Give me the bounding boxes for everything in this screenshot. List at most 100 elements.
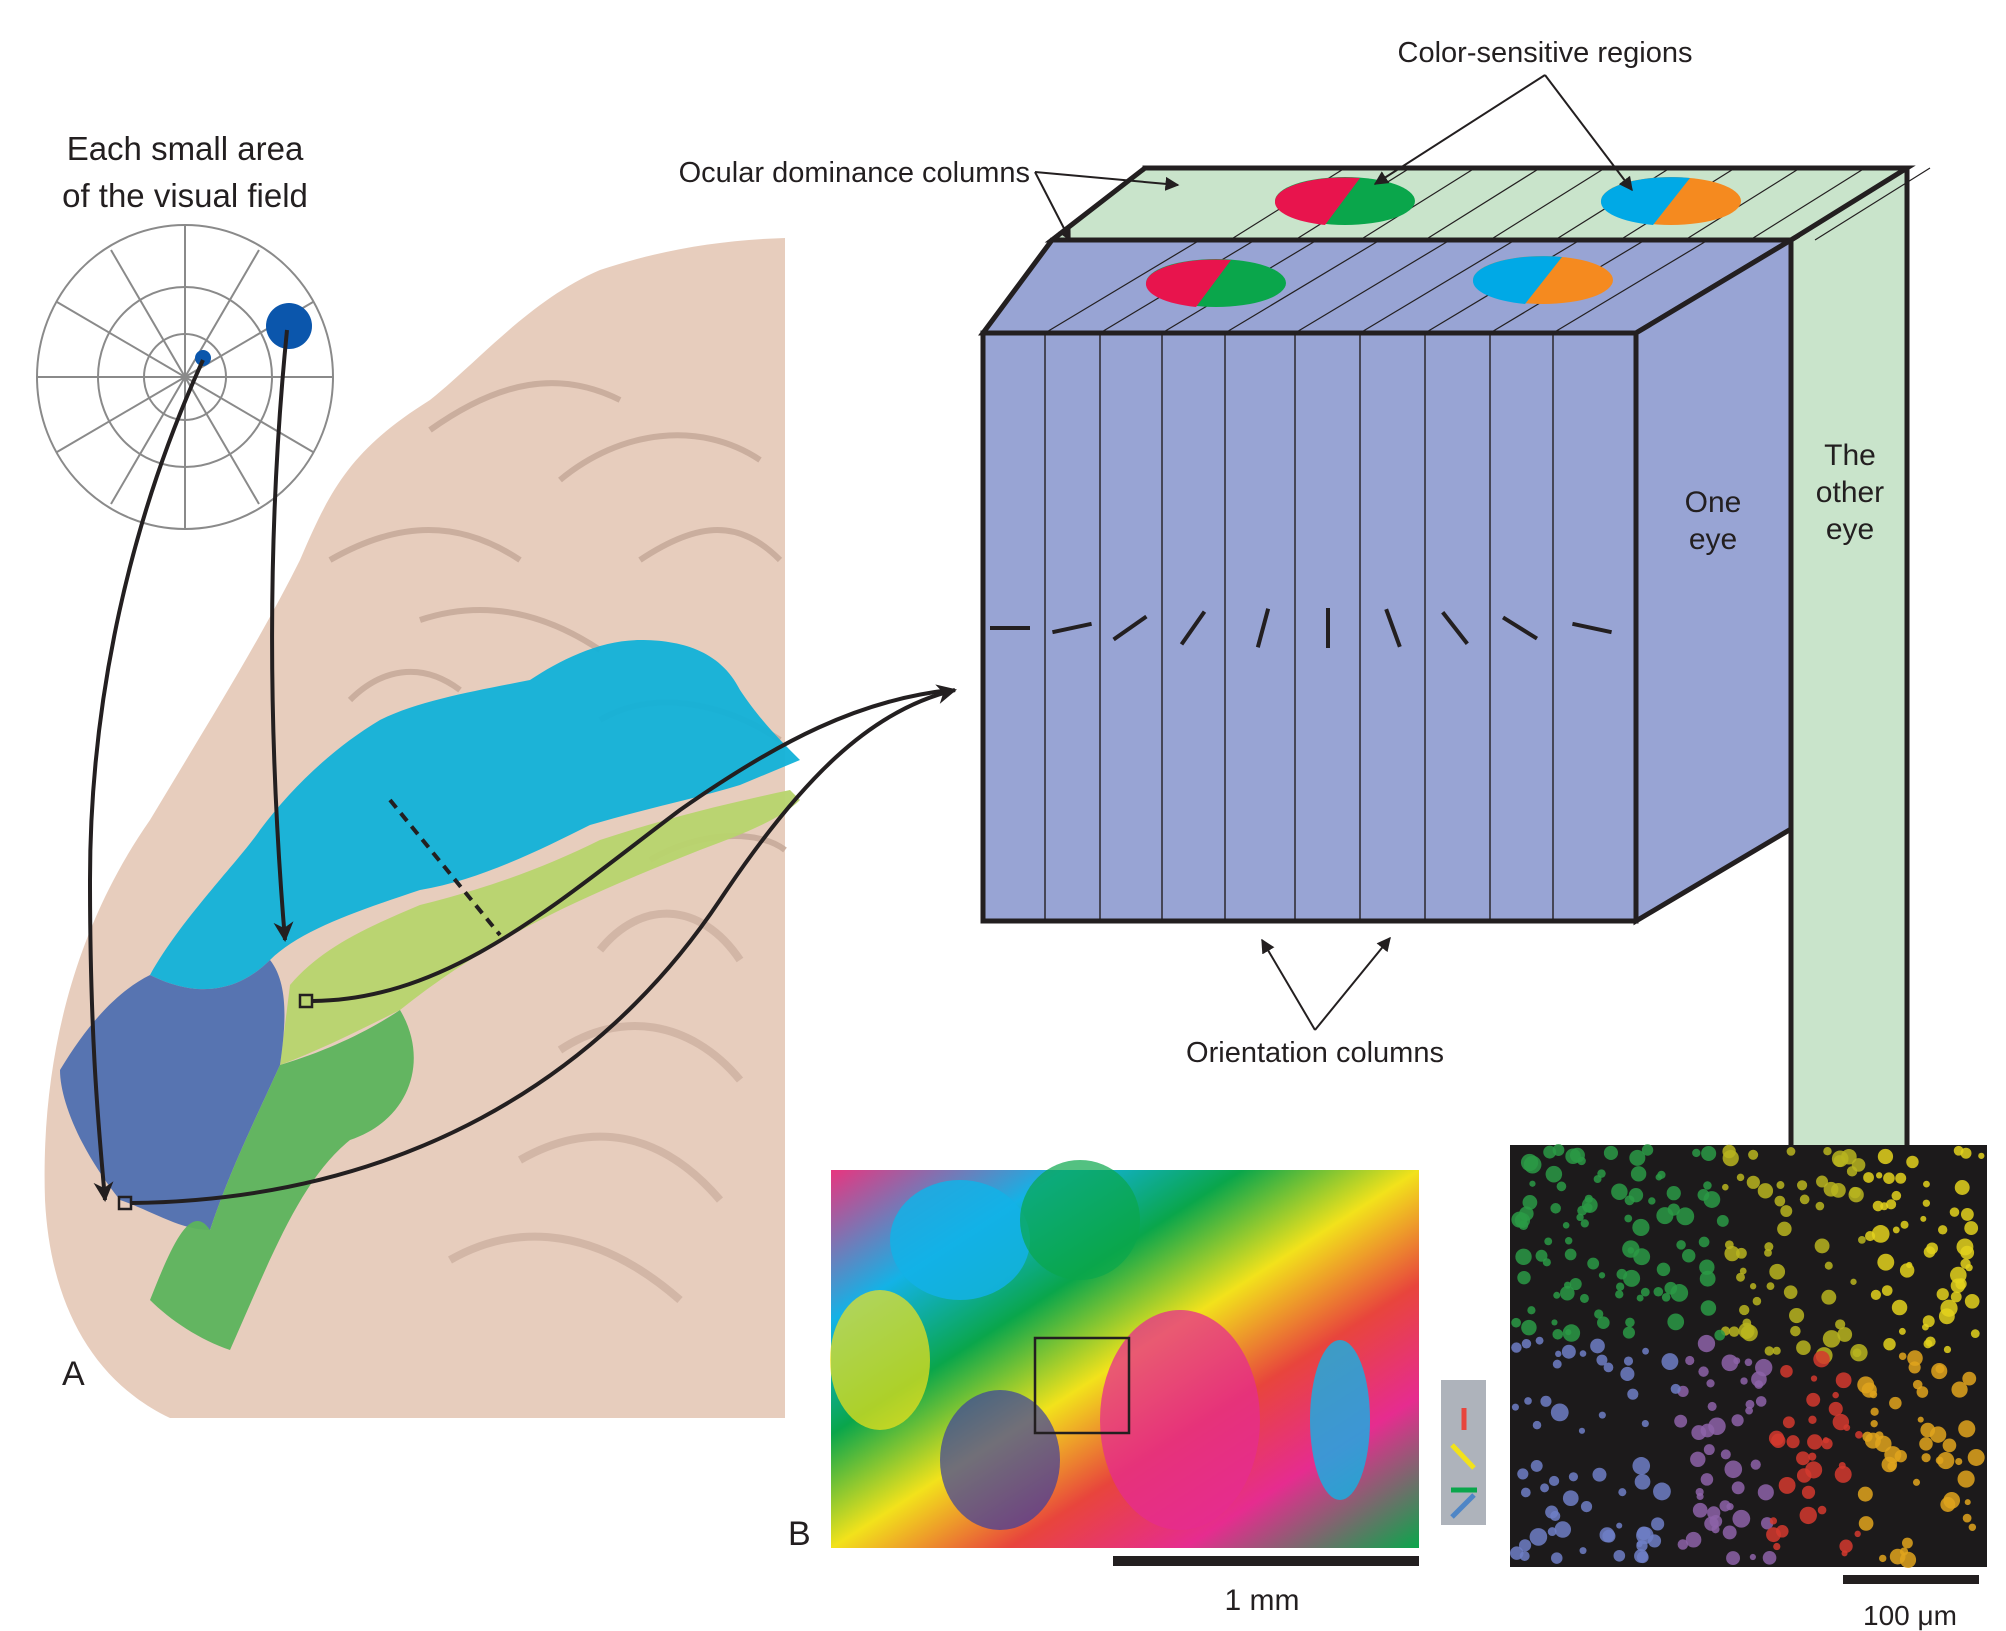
cell: [1577, 1156, 1586, 1166]
cell: [1556, 1181, 1567, 1192]
cell: [1634, 1549, 1648, 1563]
cell: [1618, 1488, 1627, 1497]
cell: [1848, 1187, 1864, 1203]
cell: [1615, 1290, 1624, 1299]
cell: [1764, 1249, 1772, 1257]
cell: [1529, 1528, 1548, 1546]
cell: [1780, 1205, 1793, 1218]
cell: [1780, 1365, 1793, 1378]
cell: [1511, 1342, 1522, 1353]
legend-mark-oblique-left: [1450, 1443, 1476, 1470]
cell: [1950, 1266, 1967, 1284]
cell: [1736, 1272, 1745, 1282]
cell: [1532, 1420, 1542, 1430]
cell: [1550, 1203, 1561, 1214]
cell: [1900, 1220, 1909, 1229]
cell: [1960, 1147, 1972, 1159]
cell: [1550, 1403, 1569, 1422]
cell: [1746, 1175, 1760, 1189]
orientation-tick: [1112, 614, 1148, 642]
orientation-tick: [1255, 608, 1271, 648]
orientation-tick: [1441, 611, 1469, 645]
cell: [1898, 1327, 1906, 1335]
cell: [1805, 1461, 1823, 1479]
cell: [1917, 1416, 1924, 1423]
cell: [1817, 1505, 1827, 1515]
cell: [1869, 1390, 1878, 1399]
cell: [1898, 1352, 1907, 1361]
cell: [1885, 1199, 1897, 1210]
cell: [1877, 1148, 1894, 1165]
cell: [1786, 1147, 1796, 1156]
cell: [1772, 1346, 1781, 1355]
cell: [1590, 1338, 1605, 1354]
cube-side-face: [1633, 235, 1794, 926]
cell: [1527, 1306, 1536, 1315]
cell-resolution-map: [1510, 1144, 1987, 1568]
cell: [1960, 1245, 1975, 1260]
cell: [1708, 1417, 1726, 1436]
cell: [1936, 1288, 1949, 1301]
color-blob-red-green-back: [1274, 177, 1415, 225]
cell: [1594, 1309, 1604, 1319]
cell: [1724, 1460, 1743, 1479]
cell: [1950, 1278, 1966, 1293]
cell: [1722, 1183, 1729, 1191]
cell: [1749, 1553, 1756, 1561]
cells-scale-bar: [1843, 1575, 1979, 1584]
cell: [1920, 1422, 1936, 1438]
cell: [1648, 1197, 1656, 1205]
cell: [1875, 1172, 1883, 1179]
cell: [1943, 1345, 1952, 1354]
cell: [1919, 1437, 1933, 1451]
cell: [1769, 1517, 1778, 1525]
cell: [1777, 1221, 1792, 1237]
cell: [1540, 1483, 1550, 1493]
cell: [1522, 1195, 1538, 1210]
cell: [1921, 1453, 1931, 1463]
cell: [1766, 1527, 1781, 1543]
dashed-boundary: [388, 798, 502, 937]
cell: [1807, 1434, 1823, 1450]
cell: [1822, 1330, 1841, 1348]
cell: [1529, 1180, 1536, 1187]
cell: [1580, 1500, 1593, 1513]
cell: [1551, 1319, 1558, 1326]
cell: [1716, 1215, 1729, 1227]
cell: [1962, 1513, 1972, 1523]
cell: [1955, 1457, 1963, 1466]
cell: [1749, 1283, 1757, 1290]
ocular-dominance-label: Ocular dominance columns: [679, 157, 1030, 189]
top-column-divider: [1294, 239, 1451, 334]
back-column-divider: [1489, 167, 1606, 241]
cell: [1524, 1397, 1532, 1405]
cell: [1519, 1550, 1530, 1561]
arrow-box2-to-cube: [131, 684, 957, 1205]
cell: [1565, 1329, 1572, 1336]
cell: [1642, 1347, 1649, 1355]
cell: [1703, 1181, 1712, 1190]
cell: [1978, 1152, 1985, 1159]
cell: [1837, 1327, 1853, 1342]
cell: [1883, 1172, 1895, 1184]
cell: [1636, 1526, 1654, 1545]
cell: [1838, 1462, 1846, 1470]
cell: [1949, 1207, 1960, 1217]
orientation-preference-map: [830, 1160, 1419, 1548]
cell: [1596, 1354, 1608, 1366]
arrow-peripheral-to-cortex: [270, 329, 294, 942]
cell: [1518, 1539, 1532, 1552]
cell: [1774, 1195, 1786, 1207]
cell: [1611, 1183, 1628, 1200]
cell: [1895, 1172, 1907, 1184]
cell: [1667, 1203, 1680, 1216]
cell: [1776, 1181, 1785, 1190]
region-upper-periphery: [150, 640, 800, 990]
cell: [1634, 1473, 1651, 1490]
cell: [1789, 1307, 1805, 1324]
cell: [1843, 1424, 1851, 1432]
other-eye-label-line3: eye: [1826, 513, 1874, 546]
cell: [1540, 1395, 1552, 1407]
cell: [1801, 1485, 1816, 1499]
cell: [1670, 1284, 1689, 1302]
